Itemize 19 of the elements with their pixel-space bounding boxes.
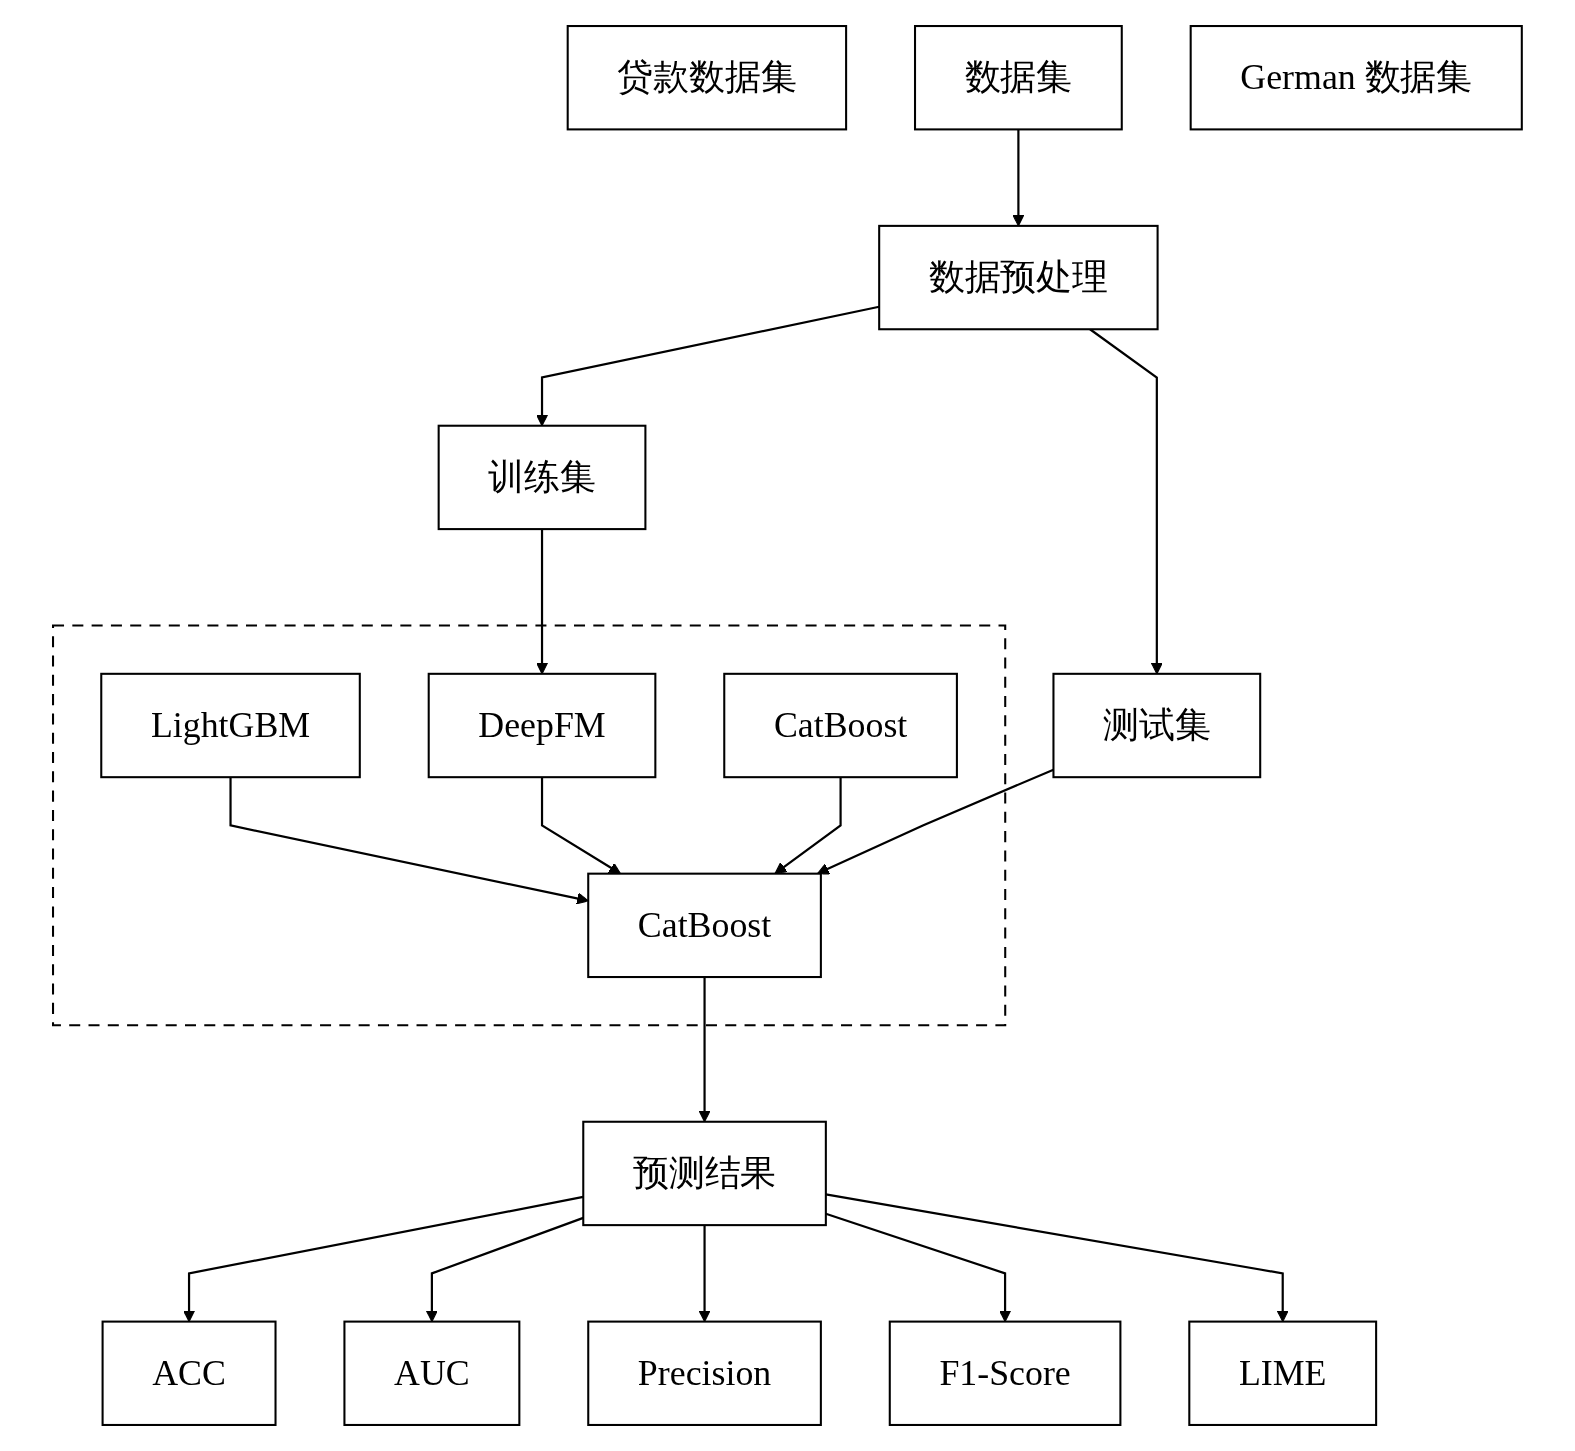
arrow <box>817 768 1054 875</box>
node-box: 贷款数据集 <box>566 25 848 131</box>
cluster <box>52 624 1007 1027</box>
node-box: F1-Score <box>888 1320 1122 1426</box>
node-box: 数据预处理 <box>878 224 1159 331</box>
node-box: 数据集 <box>914 25 1123 131</box>
node-box: 训练集 <box>437 424 647 531</box>
node-box: AUC <box>343 1320 521 1426</box>
node-box: ACC <box>101 1320 277 1426</box>
node-box: LIME <box>1188 1320 1378 1426</box>
node-box: CatBoost <box>587 872 822 979</box>
node-box: DeepFM <box>427 672 657 779</box>
arrow <box>229 777 589 905</box>
node-box: German 数据集 <box>1189 25 1523 131</box>
node-box: LightGBM <box>100 672 361 779</box>
node-box: CatBoost <box>723 672 959 779</box>
node-box: 预测结果 <box>582 1120 827 1227</box>
node-box: Precision <box>587 1320 822 1426</box>
node-box: 测试集 <box>1052 672 1262 779</box>
